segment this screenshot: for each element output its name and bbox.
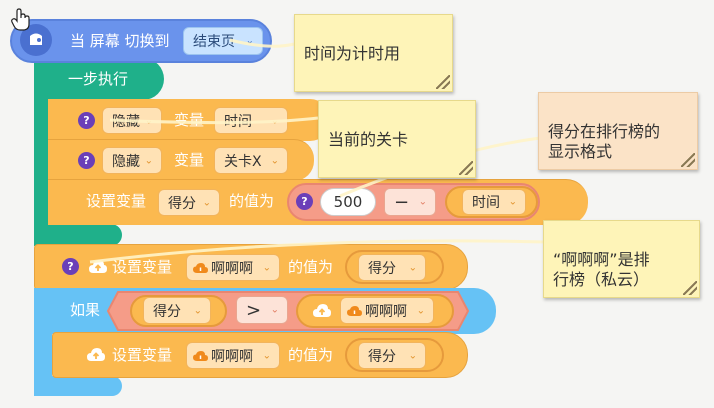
set-variable-label: 设置变量 [86, 192, 147, 210]
score-reporter-dropdown[interactable]: 得分 ⌄ [358, 342, 426, 369]
comment-text: 时间为计时用 [304, 44, 401, 63]
cloud-upload-icon [86, 346, 106, 364]
number-input-500[interactable]: 500 [320, 188, 376, 216]
operator-value: − [394, 191, 410, 213]
cloud-variable-value: 啊啊啊 [211, 260, 253, 277]
chevron-down-icon: ⌄ [144, 155, 153, 166]
value-of-label: 的值为 [288, 258, 334, 276]
set-variable-label: 设置变量 [112, 258, 173, 276]
cloud-variable-value: 啊啊啊 [211, 348, 253, 365]
cloud-variable-dropdown[interactable]: 啊啊啊 ⌄ [340, 297, 434, 324]
if-block-footer [34, 376, 122, 396]
variable-label: 变量 [174, 151, 205, 169]
chevron-down-icon: ⌄ [508, 196, 517, 208]
chevron-down-icon: ⌄ [245, 35, 254, 47]
chevron-down-icon: ⌄ [270, 115, 279, 126]
time-reporter-dropdown[interactable]: 时间 ⌄ [462, 189, 526, 215]
score-variable-value: 得分 [168, 195, 196, 212]
chevron-down-icon: ⌄ [408, 262, 417, 273]
step-block-body[interactable] [34, 56, 48, 246]
score-reporter-dropdown[interactable]: 得分 ⌄ [358, 254, 426, 281]
chevron-down-icon: ⌄ [270, 155, 279, 166]
comment-score-format[interactable]: 得分在排行榜的 显示格式 [538, 92, 698, 170]
cloud-upload-icon [312, 302, 332, 320]
resize-grip-icon[interactable] [681, 153, 695, 167]
cloud-variable-value: 啊啊啊 [365, 303, 407, 320]
score-reporter-value: 得分 [153, 303, 181, 320]
comment-text: “啊啊啊”是排 行榜（私云） [553, 250, 650, 289]
comment-text: 得分在排行榜的 显示格式 [548, 122, 661, 161]
resize-grip-icon[interactable] [436, 75, 450, 89]
cloud-upload-icon [88, 258, 108, 276]
chevron-down-icon: ⌄ [262, 262, 271, 273]
comment-text: 当前的关卡 [328, 130, 409, 149]
event-hat-icon [20, 24, 52, 56]
help-icon[interactable]: ? [296, 193, 313, 210]
value-of-label: 的值为 [229, 192, 275, 210]
cloud-icon [347, 305, 362, 316]
cloud-variable-dropdown[interactable]: 啊啊啊 ⌄ [186, 254, 280, 281]
chevron-down-icon: ⌄ [416, 305, 425, 316]
operator-dropdown[interactable]: − ⌄ [384, 188, 436, 216]
hide-dropdown[interactable]: 隐藏 ⌄ [102, 147, 162, 174]
cloud-icon [193, 350, 208, 361]
help-icon[interactable]: ? [78, 152, 95, 169]
screen-page-dropdown[interactable]: 结束页 ⌄ [183, 27, 263, 55]
time-reporter-value: 时间 [472, 195, 500, 211]
chevron-down-icon: ⌄ [202, 197, 211, 208]
comment-leaderboard[interactable]: “啊啊啊”是排 行榜（私云） [543, 220, 700, 298]
help-icon[interactable]: ? [62, 258, 79, 275]
variable-dropdown-value: 关卡X [224, 153, 262, 170]
comment-time[interactable]: 时间为计时用 [294, 14, 453, 92]
compare-operator-dropdown[interactable]: > ⌄ [236, 296, 288, 324]
step-block-header[interactable] [34, 58, 164, 100]
chevron-down-icon: ⌄ [262, 350, 271, 361]
step-block-footer [34, 224, 122, 246]
score-reporter-value: 得分 [368, 348, 396, 365]
hide-dropdown-value: 隐藏 [112, 153, 140, 170]
resize-grip-icon[interactable] [459, 161, 473, 175]
score-reporter-value: 得分 [368, 260, 396, 277]
screen-page-value: 结束页 [193, 34, 235, 50]
variable-dropdown-time[interactable]: 时间 ⌄ [214, 107, 288, 134]
score-reporter-dropdown[interactable]: 得分 ⌄ [143, 297, 211, 324]
score-variable-dropdown[interactable]: 得分 ⌄ [158, 189, 220, 216]
variable-label: 变量 [174, 111, 205, 129]
if-block-label: 如果 [70, 301, 101, 319]
chevron-down-icon: ⌄ [193, 305, 202, 316]
value-of-label: 的值为 [288, 346, 334, 364]
help-icon[interactable]: ? [78, 112, 95, 129]
set-variable-label: 设置变量 [112, 346, 173, 364]
hide-dropdown[interactable]: 隐藏 ⌄ [102, 107, 162, 134]
chevron-down-icon: ⌄ [144, 115, 153, 126]
cloud-icon [193, 262, 208, 273]
chevron-down-icon: ⌄ [270, 304, 279, 316]
resize-grip-icon[interactable] [683, 281, 697, 295]
hide-dropdown-value: 隐藏 [112, 113, 140, 130]
variable-dropdown-value: 时间 [224, 113, 252, 130]
hand-cursor-icon [10, 8, 32, 32]
chevron-down-icon: ⌄ [418, 196, 427, 208]
cloud-variable-dropdown[interactable]: 啊啊啊 ⌄ [186, 342, 280, 369]
chevron-down-icon: ⌄ [408, 350, 417, 361]
event-hat-label: 当 屏幕 切换到 [70, 32, 170, 50]
comment-level[interactable]: 当前的关卡 [318, 100, 476, 178]
step-block-label: 一步执行 [68, 70, 129, 88]
compare-operator-value: > [246, 299, 262, 321]
variable-dropdown-level[interactable]: 关卡X ⌄ [214, 147, 288, 174]
